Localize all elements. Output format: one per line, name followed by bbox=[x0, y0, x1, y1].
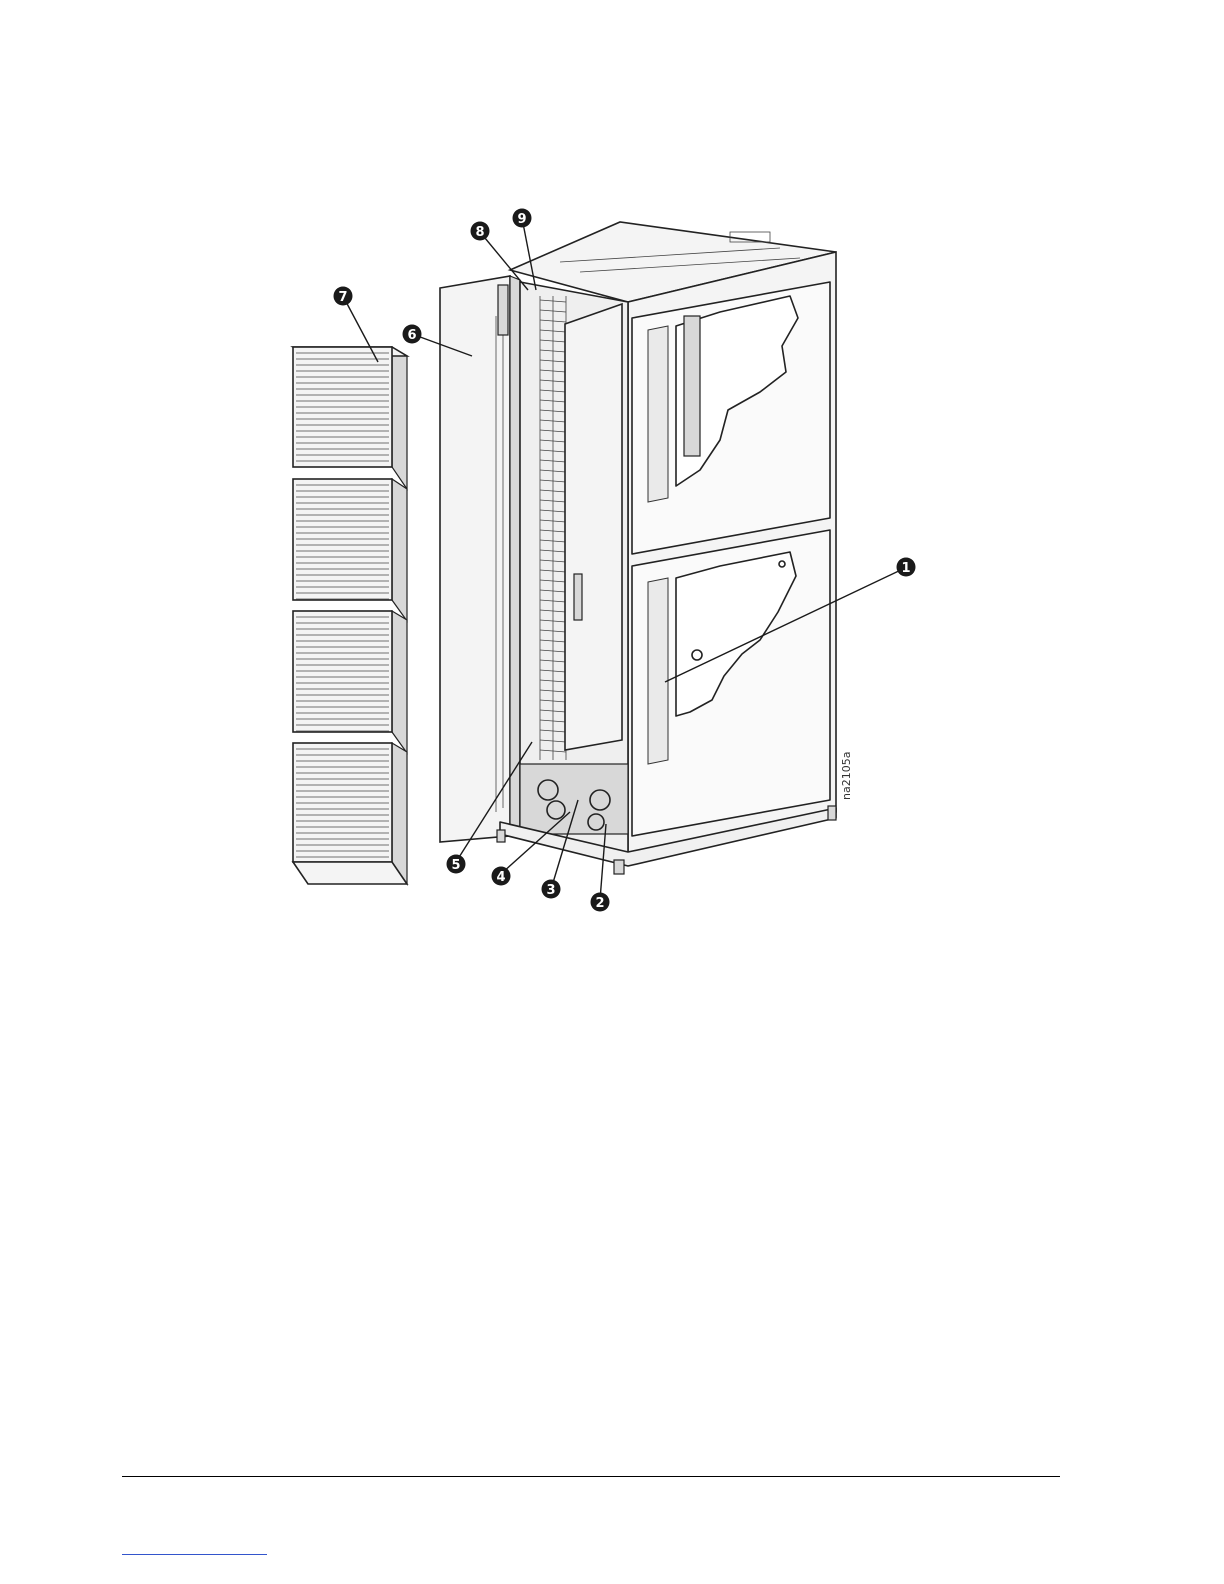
figure-id: na2105a bbox=[840, 752, 853, 800]
svg-text:2: 2 bbox=[595, 896, 604, 911]
callout-5: 5 bbox=[447, 855, 466, 874]
air-filter bbox=[293, 743, 407, 884]
svg-text:7: 7 bbox=[338, 290, 347, 305]
air-filter bbox=[293, 347, 407, 489]
footer-link-underline[interactable] bbox=[122, 1554, 267, 1555]
footer-rule bbox=[122, 1476, 1060, 1477]
callout-1: 1 bbox=[897, 558, 916, 577]
front-door-open bbox=[440, 276, 520, 842]
cooling-unit-cabinet bbox=[497, 222, 836, 874]
svg-text:8: 8 bbox=[475, 225, 484, 240]
callout-9: 9 bbox=[513, 209, 532, 228]
svg-text:9: 9 bbox=[517, 212, 526, 227]
air-filter bbox=[293, 611, 407, 753]
air-filter-stack bbox=[293, 347, 407, 884]
air-filter bbox=[293, 479, 407, 621]
callout-6: 6 bbox=[403, 325, 422, 344]
callout-2: 2 bbox=[591, 893, 610, 912]
callout-8: 8 bbox=[471, 222, 490, 241]
callout-4: 4 bbox=[492, 867, 511, 886]
svg-text:3: 3 bbox=[546, 883, 555, 898]
svg-text:4: 4 bbox=[496, 870, 505, 885]
callout-7: 7 bbox=[334, 287, 353, 306]
svg-text:1: 1 bbox=[901, 561, 910, 576]
svg-text:6: 6 bbox=[407, 328, 416, 343]
callout-3: 3 bbox=[542, 880, 561, 899]
svg-text:5: 5 bbox=[451, 858, 460, 873]
